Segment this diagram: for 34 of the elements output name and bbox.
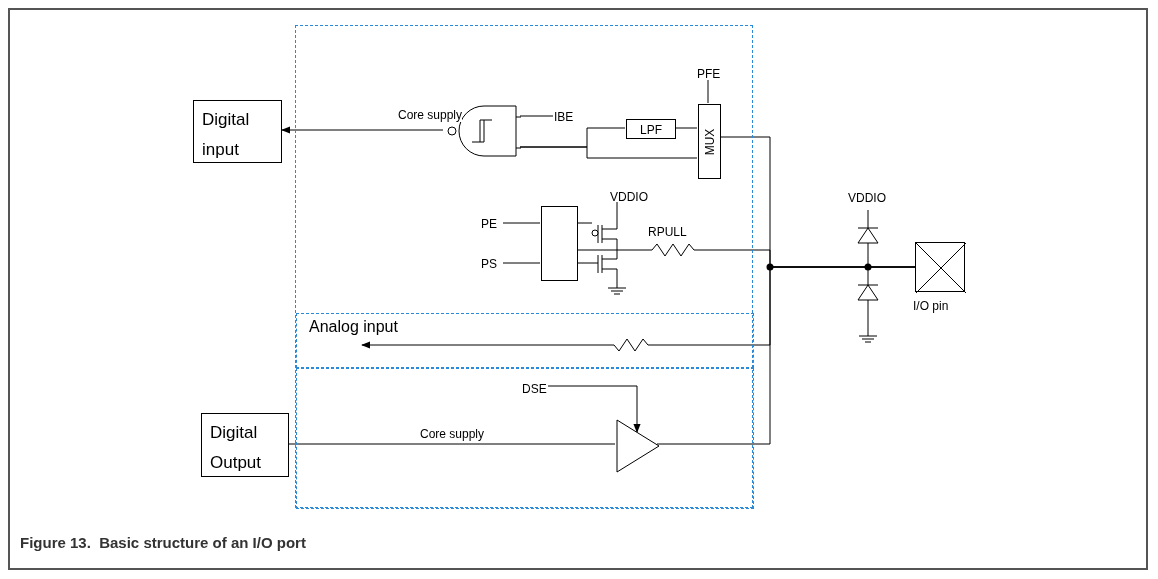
region-title: Analog input (309, 318, 398, 336)
block-label: LPF (639, 123, 663, 137)
signal-label: PE (481, 217, 504, 231)
arrow (281, 126, 444, 134)
io-block (193, 100, 282, 163)
wire (519, 115, 554, 117)
io-block (201, 413, 289, 477)
logic-block (541, 206, 578, 281)
arrow (547, 385, 641, 433)
signal-label: PS (481, 257, 504, 271)
edge-label: Core supply (420, 427, 485, 441)
signal-label: IBE (554, 110, 581, 124)
wire (707, 79, 709, 104)
signal-label: VDDIO (610, 190, 648, 204)
signal-label: VDDIO (848, 191, 886, 205)
dashed-region (296, 313, 754, 368)
wire (288, 443, 616, 445)
signal-label: PFE (697, 67, 723, 81)
dashed-region (295, 25, 753, 508)
signal-label: DSE (522, 382, 550, 396)
edge-label: Core supply (398, 108, 463, 122)
figure-caption: Figure 13. Basic structure of an I/O port (20, 534, 306, 552)
wire (502, 262, 541, 264)
wire (674, 127, 698, 129)
wire (519, 146, 698, 159)
signal-label: RPULL (648, 225, 687, 239)
block-label: Digital input (202, 109, 251, 161)
filter-box (626, 119, 676, 139)
mux-box (698, 104, 721, 179)
block-label: Digital Output (210, 422, 263, 474)
block-label: MUX (702, 128, 717, 155)
wire (656, 266, 916, 445)
pin-label: I/O pin (913, 299, 949, 313)
wire (502, 222, 541, 224)
